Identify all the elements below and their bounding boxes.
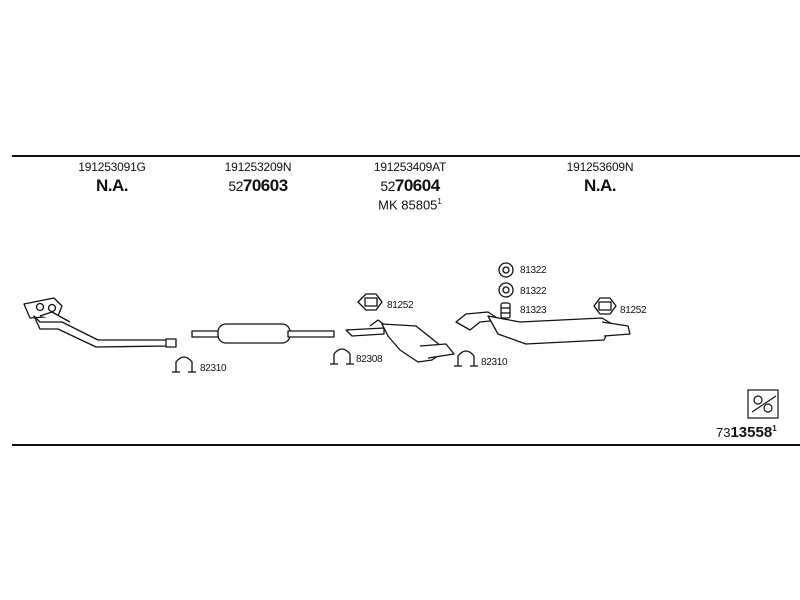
fitting-label: 81323 (520, 305, 547, 316)
part-number: 5270604 (380, 176, 440, 195)
fitting-label: 82308 (356, 354, 383, 365)
oe-number: 191253409AT (373, 160, 447, 174)
section-middle-silencer: 191253409AT 5270604 MK 858051 (355, 160, 465, 212)
oe-number: 191253091G (78, 160, 146, 174)
clamp-82308 (330, 348, 354, 365)
fitting-label: 81322 (520, 265, 547, 276)
top-rule (12, 155, 800, 157)
front-pipe-drawing (23, 297, 177, 348)
mount-81252-b (593, 297, 617, 315)
ring-81322-b (498, 282, 514, 298)
fitting-label: 81252 (620, 305, 647, 316)
fitting-label: 81322 (520, 286, 547, 297)
clamp-82310-b (454, 350, 478, 367)
oe-number: 191253209N (224, 160, 292, 174)
bottom-rule (12, 444, 800, 446)
mount-81252-a (357, 293, 383, 311)
fitting-label: 82310 (200, 363, 227, 374)
middle-silencer-drawing (345, 319, 455, 363)
mounting-kit: MK 858051 (378, 197, 442, 213)
section-front-pipe: 191253091G N.A. (62, 160, 162, 196)
diagram-code: 73135581 (716, 424, 777, 441)
fitting-label: 81252 (387, 300, 414, 311)
section-rear-silencer: 191253609N N.A. (550, 160, 650, 196)
fitting-label: 82310 (481, 357, 508, 368)
front-silencer-drawing (191, 323, 335, 344)
ring-81322-a (498, 262, 514, 278)
oe-number: 191253609N (566, 160, 634, 174)
part-number: N.A. (96, 176, 129, 195)
part-number: 5270603 (228, 176, 288, 195)
rear-silencer-drawing (455, 311, 631, 345)
mount-81323 (500, 302, 511, 319)
part-number: N.A. (584, 176, 617, 195)
section-front-silencer: 191253209N 5270603 (208, 160, 308, 196)
diagram-code-icon (747, 389, 779, 419)
clamp-82310-a (172, 356, 196, 373)
